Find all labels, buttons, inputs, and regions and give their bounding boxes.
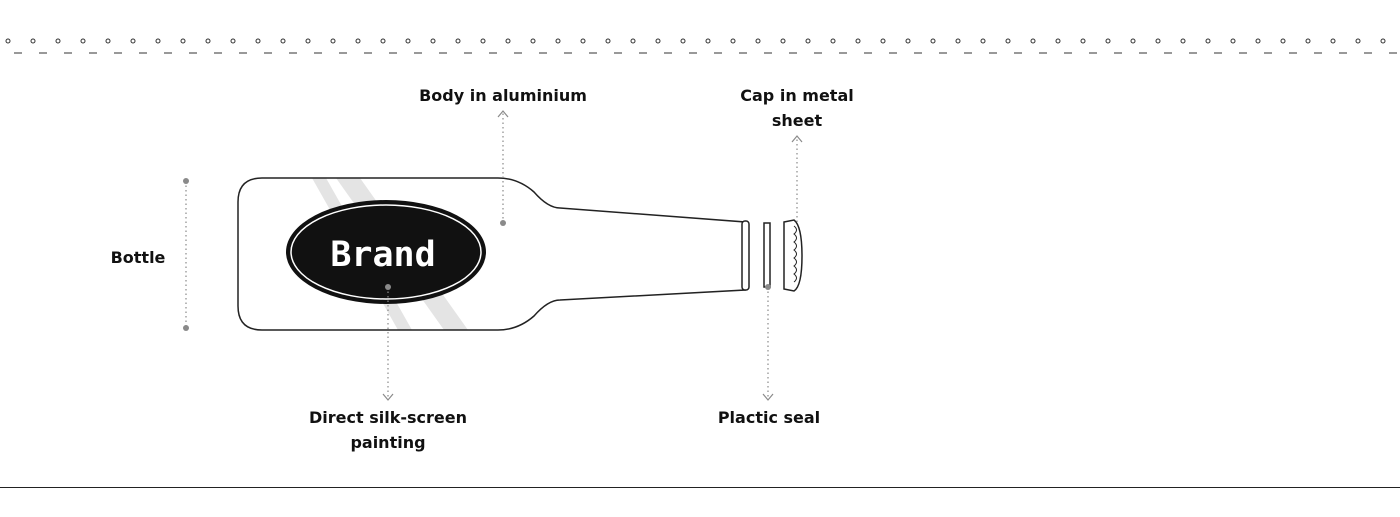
border-dot	[905, 38, 911, 44]
border-dot	[55, 38, 61, 44]
top-decorative-border	[5, 38, 1397, 54]
neck-lip	[741, 220, 750, 291]
border-dot	[955, 38, 961, 44]
border-dot	[330, 38, 336, 44]
leader-lines	[183, 110, 803, 401]
border-dot	[205, 38, 211, 44]
border-dot	[30, 38, 36, 44]
border-dot	[1080, 38, 1086, 44]
border-dot	[705, 38, 711, 44]
border-dot	[255, 38, 261, 44]
border-dot	[155, 38, 161, 44]
border-dot	[305, 38, 311, 44]
bottle-label: Bottle	[96, 245, 180, 270]
border-dot	[1380, 38, 1386, 44]
cap-label-line-1: Cap in metal	[740, 86, 854, 105]
border-dot	[655, 38, 661, 44]
brand-text: Brand	[330, 235, 435, 275]
seal-label-text: Plactic seal	[717, 408, 821, 427]
border-dot	[1280, 38, 1286, 44]
bottom-divider	[0, 487, 1400, 488]
border-dot	[1155, 38, 1161, 44]
border-dot	[555, 38, 561, 44]
border-dot	[805, 38, 811, 44]
border-dot	[280, 38, 286, 44]
border-dot	[1055, 38, 1061, 44]
bottle-label-text: Bottle	[110, 248, 166, 267]
border-dot	[1130, 38, 1136, 44]
border-dot	[430, 38, 436, 44]
border-dot	[355, 38, 361, 44]
border-dot	[630, 38, 636, 44]
painting-label-line-1: Direct silk-screen	[309, 408, 467, 427]
plastic-seal	[763, 222, 771, 288]
cap-label-line-2: sheet	[771, 111, 823, 130]
border-dot	[380, 38, 386, 44]
border-dot	[180, 38, 186, 44]
border-dot	[855, 38, 861, 44]
bottle-illustration: Brand	[237, 177, 803, 331]
seal-label: Plactic seal	[694, 405, 844, 430]
border-dot	[1355, 38, 1361, 44]
border-dot	[880, 38, 886, 44]
border-dot	[405, 38, 411, 44]
border-dot	[530, 38, 536, 44]
body-label: Body in aluminium	[403, 83, 603, 108]
border-dot	[730, 38, 736, 44]
border-dot	[1230, 38, 1236, 44]
border-dot	[130, 38, 136, 44]
body-label-text: Body in aluminium	[419, 86, 587, 105]
cap-label: Cap in metal sheet	[717, 83, 877, 133]
border-dot	[1330, 38, 1336, 44]
border-dot	[1180, 38, 1186, 44]
border-dot	[455, 38, 461, 44]
border-dot	[480, 38, 486, 44]
border-dot	[1305, 38, 1311, 44]
border-dot	[755, 38, 761, 44]
border-dot	[830, 38, 836, 44]
border-dot	[1005, 38, 1011, 44]
border-dot	[930, 38, 936, 44]
border-dot	[105, 38, 111, 44]
border-dot	[680, 38, 686, 44]
border-dot	[580, 38, 586, 44]
border-dot	[1205, 38, 1211, 44]
painting-label-line-2: painting	[350, 433, 426, 452]
border-dot	[505, 38, 511, 44]
painting-label: Direct silk-screen painting	[288, 405, 488, 455]
border-dot	[5, 38, 11, 44]
bottle-body-outline	[237, 177, 746, 331]
border-dot	[780, 38, 786, 44]
border-dot	[80, 38, 86, 44]
border-dot	[1030, 38, 1036, 44]
border-dot	[605, 38, 611, 44]
border-dot	[980, 38, 986, 44]
border-dot	[230, 38, 236, 44]
brand-label: Brand	[286, 200, 486, 304]
border-dot	[1255, 38, 1261, 44]
border-dot	[1105, 38, 1111, 44]
metal-cap	[783, 219, 803, 292]
